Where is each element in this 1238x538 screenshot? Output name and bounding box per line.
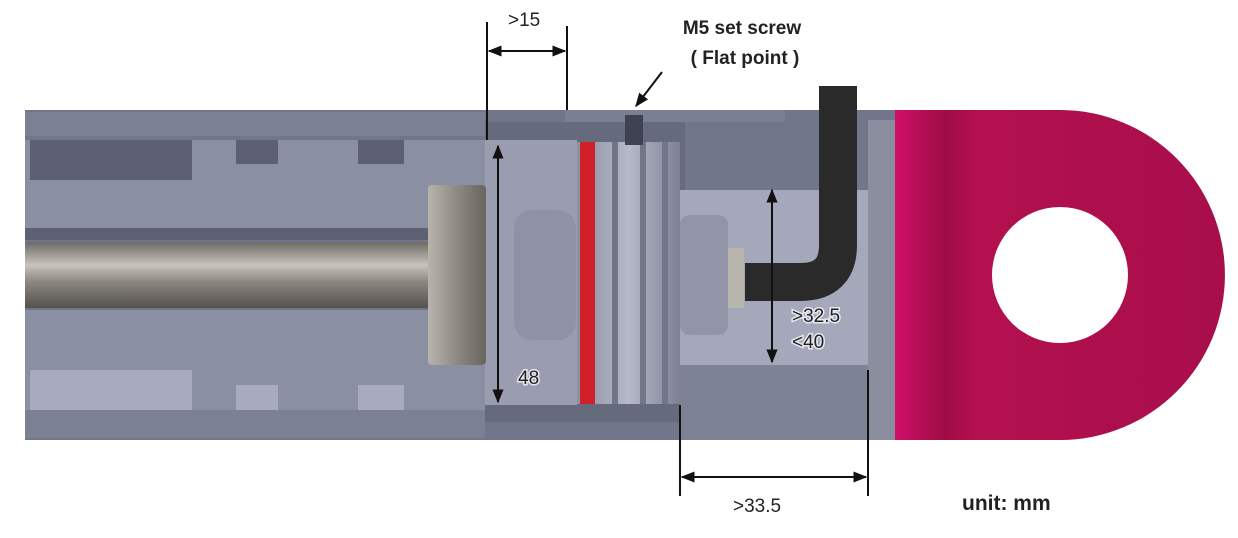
depth-min-label: >33.5: [733, 496, 781, 517]
set-screw: [625, 115, 643, 145]
hex-range-max-label: <40: [792, 332, 824, 353]
dimension-lines: [486, 22, 869, 496]
rod-collar: [428, 185, 486, 365]
bore-dia-label: 48: [518, 368, 539, 389]
hex-key: [745, 86, 857, 301]
screw-label: M5 set screw: [683, 18, 802, 39]
hex-range-min-label: >32.5: [792, 306, 840, 327]
rod-end-eye: [895, 110, 1225, 440]
screw-note: ( Flat point ): [691, 48, 800, 69]
piston-hub: [514, 210, 576, 340]
gap-min-label: >15: [508, 10, 540, 31]
seal-ring: [580, 142, 595, 404]
unit-label: unit: mm: [962, 492, 1051, 515]
hex-nut: [728, 248, 744, 308]
piston-rod: [25, 242, 445, 308]
eye-hole: [992, 207, 1128, 343]
piston: [577, 115, 728, 404]
